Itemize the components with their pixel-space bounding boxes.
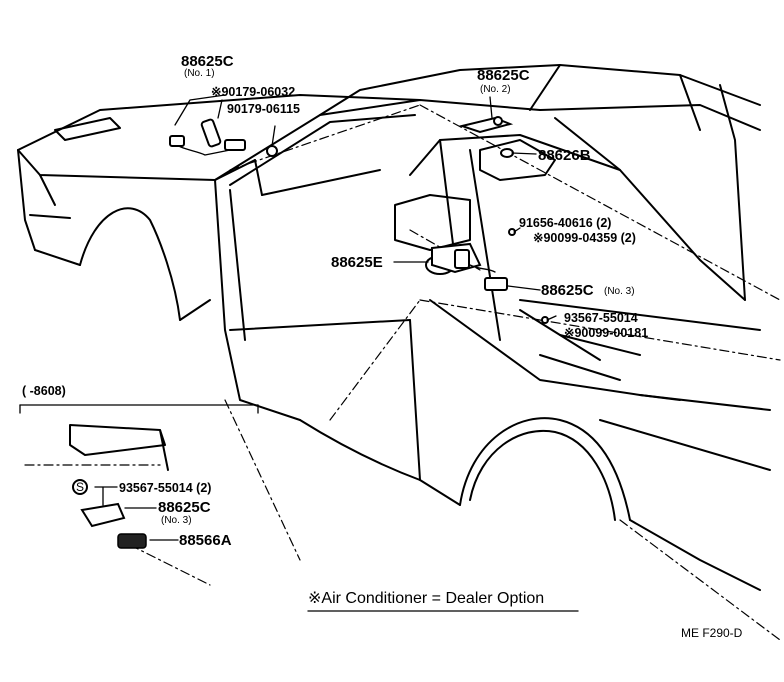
label-bolt-90179-06115: 90179-06115 [227,102,300,116]
label-88625c-no1: 88625C [181,53,234,70]
harness-no1 [169,118,278,157]
inset-88625c-label: 88625C [158,499,211,516]
label-screw-90099-04359: ※90099-04359 (2) [533,231,636,245]
label-88625c-no2-note: (No. 2) [480,84,511,95]
inset-88566a-label: 88566A [179,532,232,549]
label-88625c-no1-note: (No. 1) [184,68,215,79]
leader-lines [174,94,557,321]
footnote: ※Air Conditioner = Dealer Option [308,590,544,607]
label-88626b: 88626B [538,147,591,164]
label-clip-90099-00181: ※90099-00181 [564,326,648,340]
figure-code: ME F290-D [681,626,743,640]
inset-range-label: ( -8608) [22,384,66,398]
inset-clip-label: 93567-55014 (2) [119,481,211,495]
label-clip-93567-55014: 93567-55014 [564,311,638,325]
car-body-outline [17,64,771,591]
label-88625c-no3-note: (No. 3) [604,286,635,297]
inset-early-model: ( -8608) S 93567-55014 (2) 88625C (No. 3… [19,384,259,586]
label-bolt-90179-06032: ※90179-06032 [211,85,295,99]
s-symbol: S [76,480,84,494]
harness-no2 [458,116,514,158]
label-88625e: 88625E [331,254,383,271]
inset-88625c-note: (No. 3) [161,515,192,526]
console-assembly [394,194,549,324]
label-screw-91656-40616: 91656-40616 (2) [519,216,611,230]
label-88625c-no3: 88625C [541,282,594,299]
label-88625c-no2: 88625C [477,67,530,84]
